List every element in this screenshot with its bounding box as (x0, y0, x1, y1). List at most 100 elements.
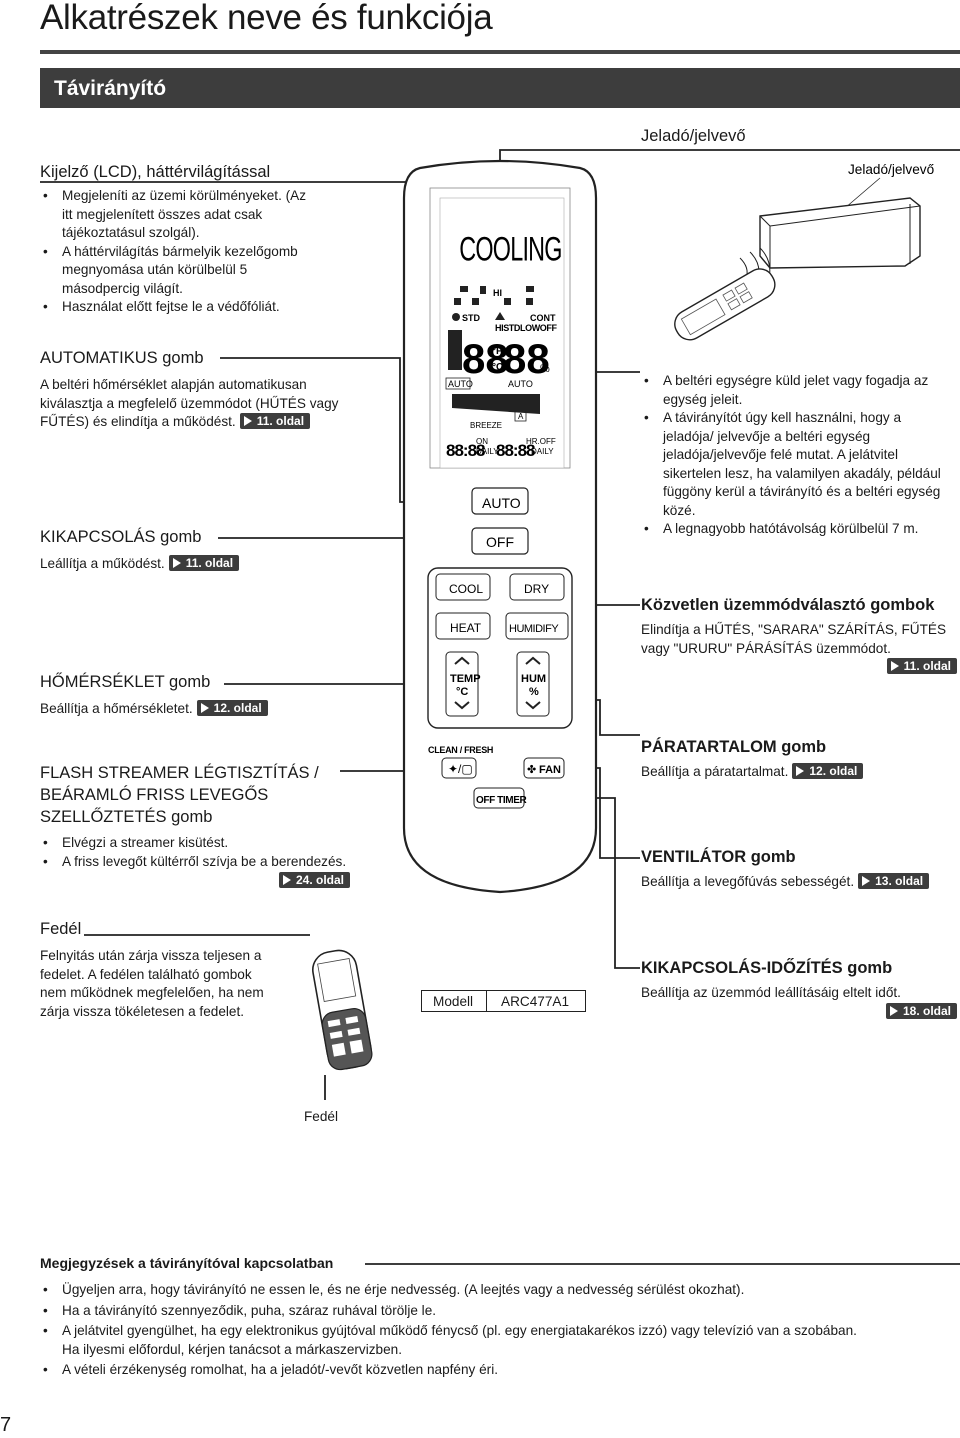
fan-heading: VENTILÁTOR gomb (641, 848, 796, 866)
lcd-hist: HISTDLOWOFF (495, 323, 557, 333)
transmitter-section: A beltéri egységre küld jelet vagy fogad… (641, 372, 953, 539)
list-item: A vételi érzékenység romolhat, ha a jela… (40, 1361, 950, 1380)
list-item: Ügyeljen arra, hogy távirányító ne essen… (40, 1281, 950, 1300)
notes-bullets: Ügyeljen arra, hogy távirányító ne essen… (40, 1281, 950, 1380)
lcd-cont: CONT (530, 313, 556, 323)
indoor-unit (759, 197, 921, 269)
list-item: A legnagyobb hatótávolság körülbelül 7 m… (641, 520, 953, 539)
off-heading: KIKAPCSOLÁS gomb (40, 528, 202, 546)
page-ref-badge: 12. oldal (792, 763, 864, 779)
lcd-std-icon (452, 313, 460, 321)
off-section: KIKAPCSOLÁS gomb Leállítja a működést.11… (40, 528, 340, 574)
page-ref-badge: 11. oldal (886, 658, 957, 674)
list-item: A távirányítót úgy kell használni, hogy … (641, 409, 953, 520)
hum-up-icon (525, 656, 541, 665)
lcd-daily2: DAILY (531, 447, 554, 456)
lcd-c: °C (492, 362, 503, 373)
lcd-section: Kijelző (LCD), háttérvilágítással Megjel… (40, 163, 310, 317)
remote-auto-label: AUTO (482, 495, 521, 511)
flash-section: FLASH STREAMER LÉGTISZTÍTÁS / BEÁRAMLÓ F… (40, 762, 350, 890)
remote-cool-button[interactable] (435, 573, 491, 601)
humidity-text: Beállítja a páratartalmat.12. oldal (641, 763, 957, 782)
lcd-big2: 88 (503, 335, 550, 382)
offtimer-heading: KIKAPCSOLÁS-IDŐZÍTÉS gomb (641, 959, 893, 977)
lcd-fan-bars (452, 394, 540, 414)
temp-text: Beállítja a hőmérsékletet.12. oldal (40, 700, 340, 719)
lcd-a: A (518, 412, 524, 421)
model-value: ARC477A1 (501, 994, 570, 1009)
lcd-auto2: AUTO (508, 379, 533, 389)
remote-hum-button[interactable] (516, 651, 550, 717)
section-bar: Távirányító (40, 68, 960, 108)
lcd-heading: Kijelző (LCD), háttérvilágítással (40, 163, 271, 181)
lcd-on: ON (476, 437, 488, 446)
list-item: A beltéri egységre küld jelet vagy fogad… (641, 372, 953, 409)
page-ref-badge: 18. oldal (885, 1002, 957, 1019)
list-item: A friss levegőt kültérről szívja be a be… (40, 853, 350, 872)
humidity-heading: PÁRATARTALOM gomb (641, 738, 827, 756)
page-ref-badge: 11. oldal (168, 555, 240, 571)
cover-text: Felnyitás után zárja vissza teljesen a f… (40, 948, 264, 1019)
indoor-unit-illustration: Jeladó/jelvevő (674, 162, 935, 341)
remote-humidify-button[interactable] (505, 612, 569, 640)
lcd-hroff: HR.OFF (526, 437, 556, 446)
model-label: Modell (422, 991, 487, 1011)
lcd-time1: 88:88 (446, 441, 485, 460)
remote-streamer-button[interactable] (441, 757, 477, 779)
lcd-big1: 88 (462, 335, 509, 382)
transmitter-bullets: A beltéri egységre küld jelet vagy fogad… (641, 372, 953, 539)
list-item: Ha a távirányító szennyeződik, puha, szá… (40, 1302, 950, 1321)
remote-control: COOLING HI STD CONT HISTDLOWOFF 88 °F °C… (402, 159, 598, 894)
remote-dry-button[interactable] (509, 573, 565, 601)
remote-temp-label2: °C (456, 686, 468, 698)
lcd-f: °F (492, 346, 502, 357)
notes-section: Megjegyzések a távirányítóval kapcsolatb… (40, 1255, 950, 1380)
page-ref-badge: 11. oldal (239, 413, 311, 429)
offtimer-section: KIKAPCSOLÁS-IDŐZÍTÉS gomb Beállítja az ü… (641, 959, 957, 1021)
auto-section: AUTOMATIKUS gomb A beltéri hőmérséklet a… (40, 349, 340, 432)
page-title: Alkatrészek neve és funkciója (40, 0, 493, 37)
transmitter-image-label: Jeladó/jelvevő (848, 162, 935, 177)
remote-in-hand (674, 268, 776, 341)
remote-auto-button[interactable] (471, 487, 529, 515)
list-item: Elvégzi a streamer kisütést. (40, 834, 350, 853)
remote-temp-button[interactable] (445, 651, 479, 717)
lcd-mode-text: COOLING (459, 230, 561, 269)
streamer-icon: ✦/▢ (448, 762, 473, 776)
remote-fan-label: FAN (539, 764, 561, 776)
lcd-daily1: DAILY (476, 447, 499, 456)
lcd-breeze: BREEZE (470, 421, 502, 430)
lcd-triangle-icon (495, 312, 505, 320)
flash-bullets: Elvégzi a streamer kisütést. A friss lev… (40, 834, 350, 871)
auto-heading: AUTOMATIKUS gomb (40, 349, 204, 367)
mode-section: Közvetlen üzemmódválasztó gombok Elindít… (641, 596, 957, 676)
notes-heading: Megjegyzések a távirányítóval kapcsolatb… (40, 1255, 334, 1271)
remote-heat-button[interactable] (435, 612, 491, 640)
list-item: Megjeleníti az üzemi körülményeket. (Az … (40, 187, 310, 243)
remote-cool-label: COOL (449, 582, 483, 596)
temp-up-icon (454, 656, 470, 665)
humidity-section: PÁRATARTALOM gomb Beállítja a páratartal… (641, 738, 957, 782)
remote-fan-button[interactable] (523, 757, 565, 779)
list-item: Használat előtt fejtse le a védőfóliát. (40, 298, 310, 317)
remote-temp-label1: TEMP (450, 673, 481, 685)
list-item: A jelátvitel gyengülhet, ha egy elektron… (40, 1322, 950, 1359)
lcd-icons (454, 286, 534, 305)
lcd-hi: HI (493, 288, 502, 298)
remote-clean-fresh-label: CLEAN / FRESH (428, 745, 493, 755)
page-number: 7 (0, 1414, 12, 1436)
hum-down-icon (525, 701, 541, 710)
fan-text: Beállítja a levegőfúvás sebességét.13. o… (641, 873, 957, 892)
remote-off-label: OFF (486, 534, 514, 550)
model-box: Modell ARC477A1 (421, 990, 586, 1012)
cover-caption: Fedél (304, 1109, 339, 1124)
mode-text: Elindítja a HŰTÉS, "SARARA" SZÁRÍTÁS, FŰ… (641, 622, 947, 656)
lcd-time2: 88:88 (496, 441, 535, 460)
lcd-std: STD (462, 313, 481, 323)
temp-down-icon (454, 701, 470, 710)
remote-off-button[interactable] (471, 527, 529, 555)
temp-section: HŐMÉRSÉKLET gomb Beállítja a hőmérséklet… (40, 673, 340, 719)
remote-off-timer-button[interactable] (473, 787, 525, 809)
page-ref-badge: 12. oldal (196, 700, 268, 716)
title-rule (40, 50, 960, 54)
